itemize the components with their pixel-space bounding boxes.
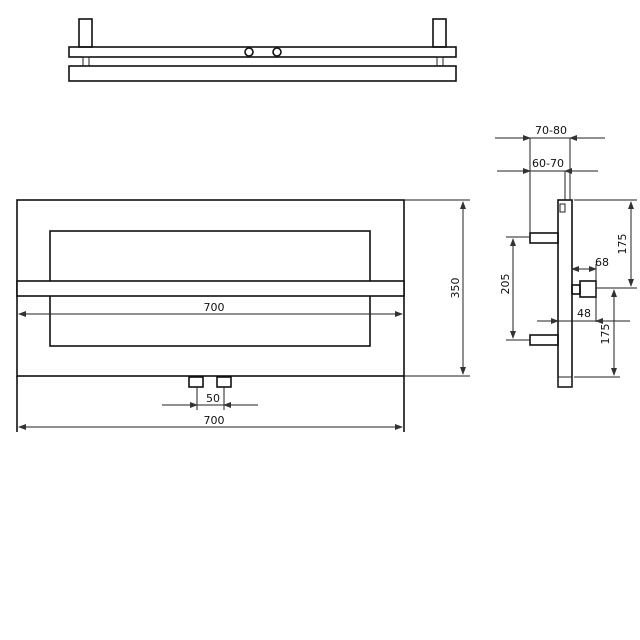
valve-spacing-label: 50 (206, 392, 220, 405)
bottom-offset-label: 175 (599, 324, 612, 345)
top-offset-label: 175 (616, 234, 629, 255)
height-label: 350 (449, 278, 462, 299)
top-view-left-spacer (82, 56, 90, 67)
side-view-valve-body (579, 280, 597, 298)
side-view-cap (559, 203, 566, 213)
front-view: 700 50 700 350 (16, 199, 470, 432)
depth-inner-label: 60-70 (532, 157, 564, 170)
front-view-valve-left (188, 376, 204, 388)
side-view-cap (557, 376, 573, 388)
overall-width-label: 700 (204, 414, 225, 427)
top-view-lower-bar (68, 65, 457, 82)
top-view-right-post (432, 18, 447, 48)
top-view-upper-bar (68, 46, 457, 58)
valve-offset-label: 48 (577, 307, 591, 320)
depth-outer-label: 70-80 (535, 124, 567, 137)
front-view-valve-right (216, 376, 232, 388)
top-view-valve-right (272, 47, 282, 57)
side-view-upper-bracket (529, 232, 559, 244)
valve-projection-label: 68 (595, 256, 609, 269)
top-view-right-spacer (436, 56, 444, 67)
side-view-valve-stem (571, 284, 581, 295)
bracket-spacing-label: 205 (499, 274, 512, 295)
bar-width-label: 700 (204, 301, 225, 314)
front-view-towel-bar (16, 280, 405, 297)
side-view-lower-bracket (529, 334, 559, 346)
side-view: 70-80 60-70 175 175 205 68 48 (495, 124, 637, 388)
side-view-main-bar (557, 199, 573, 388)
top-view (68, 18, 457, 82)
top-view-valve-left (244, 47, 254, 57)
top-view-left-post (78, 18, 93, 48)
